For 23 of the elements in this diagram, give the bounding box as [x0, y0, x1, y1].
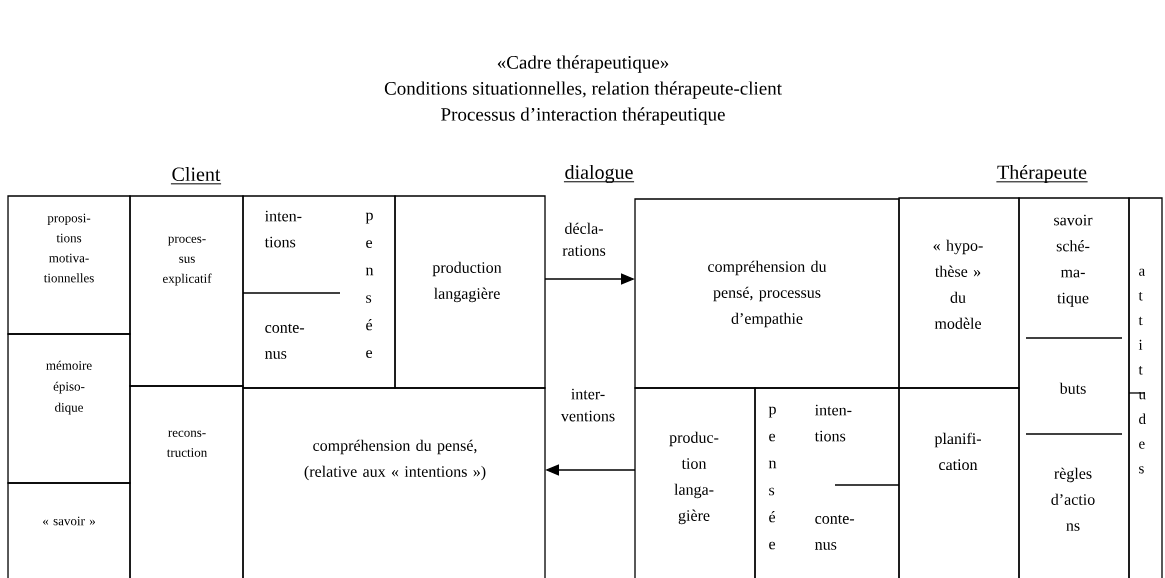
text-box: planifi-cation: [898, 387, 1020, 578]
text-box: produc-tion langa-gière: [634, 387, 756, 578]
text-box: compréhension du pensé, processus d’empathie: [634, 198, 900, 389]
text-box: compréhension du pensé, (relative aux « intentions »): [242, 387, 546, 578]
text-box: mémoire épiso-dique: [7, 333, 131, 484]
title: «Cadre thérapeutique»: [497, 55, 669, 73]
text-box: pensée inten-tions conte-nus: [754, 387, 900, 578]
edge-label: décla-rations: [562, 222, 606, 256]
column-heading: Thérapeute: [995, 164, 1089, 184]
subtitle: Conditions situationnelles, relation thérapeute-client: [384, 81, 782, 99]
subtitle: Processus d’interaction thérapeutique: [441, 107, 725, 125]
text-box: « savoir »: [7, 482, 131, 578]
text-box: recons-truction: [129, 385, 244, 578]
text-box: production langagière: [394, 195, 546, 389]
text-box: inten-tions conte-nus pensée: [242, 195, 396, 389]
text-box: proces-sus explicatif: [129, 195, 244, 387]
text-box: savoir sché-ma-tique buts règles d’actio ns: [1018, 197, 1130, 578]
column-heading: dialogue: [563, 164, 635, 184]
text-box: « hypo-thèse » du modèle: [898, 197, 1020, 389]
text-box: attitudes: [1128, 197, 1163, 578]
edge-label: inter-ventions: [560, 388, 615, 422]
text-box: proposi-tions motiva-tionnelles: [7, 195, 131, 335]
column-heading: Client: [170, 166, 222, 185]
